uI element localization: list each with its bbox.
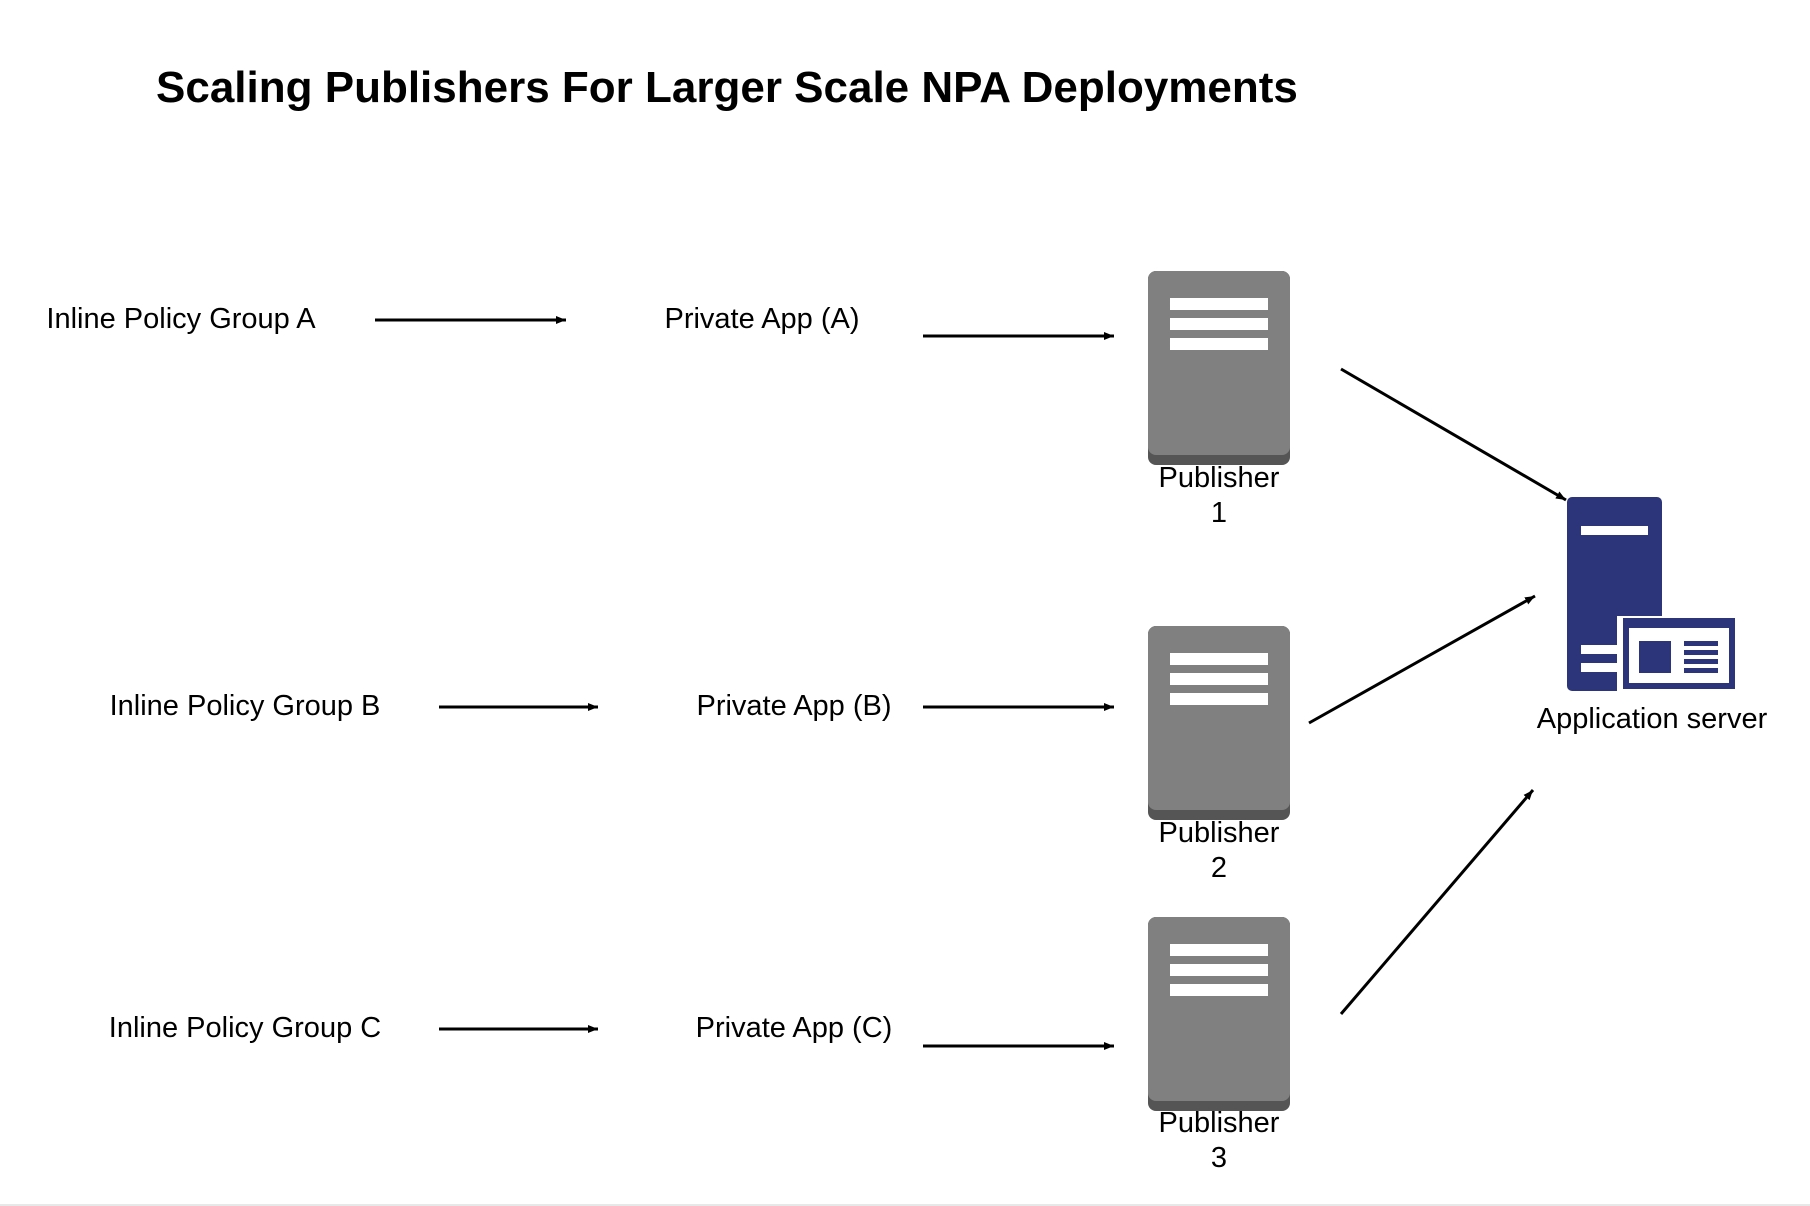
publisher-1-name: Publisher <box>1158 462 1280 494</box>
private-app-b-label: Private App (B) <box>696 690 892 722</box>
publisher-3-name: Publisher <box>1158 1107 1280 1139</box>
publisher-3-number: 3 <box>1210 1142 1228 1174</box>
publisher-3-label: Publisher 3 <box>1119 1106 1319 1176</box>
application-server-label: Application server <box>1536 703 1768 735</box>
arrow-publisher-2-to-server <box>1308 594 1536 725</box>
policy-group-b-label: Inline Policy Group B <box>109 690 381 722</box>
private-app-a-label: Private App (A) <box>664 303 860 335</box>
publisher-2-number: 2 <box>1210 852 1228 884</box>
policy-group-a-label: Inline Policy Group A <box>46 303 316 335</box>
publisher-1-label: Publisher 1 <box>1119 461 1319 531</box>
bottom-divider <box>0 1204 1810 1206</box>
publisher-1-number: 1 <box>1210 497 1228 529</box>
arrow-publisher-3-to-server <box>1339 789 1535 1015</box>
arrow-publisher-1-to-server <box>1340 367 1567 502</box>
application-server-icon <box>1567 497 1737 692</box>
policy-group-c-label: Inline Policy Group C <box>108 1012 382 1044</box>
server-icon <box>1148 271 1290 465</box>
private-app-c-label: Private App (C) <box>695 1012 893 1044</box>
publisher-2-label: Publisher 2 <box>1119 816 1319 886</box>
server-icon <box>1148 626 1290 820</box>
diagram-title: Scaling Publishers For Larger Scale NPA … <box>156 63 1298 112</box>
server-icon <box>1148 917 1290 1111</box>
publisher-2-name: Publisher <box>1158 817 1280 849</box>
